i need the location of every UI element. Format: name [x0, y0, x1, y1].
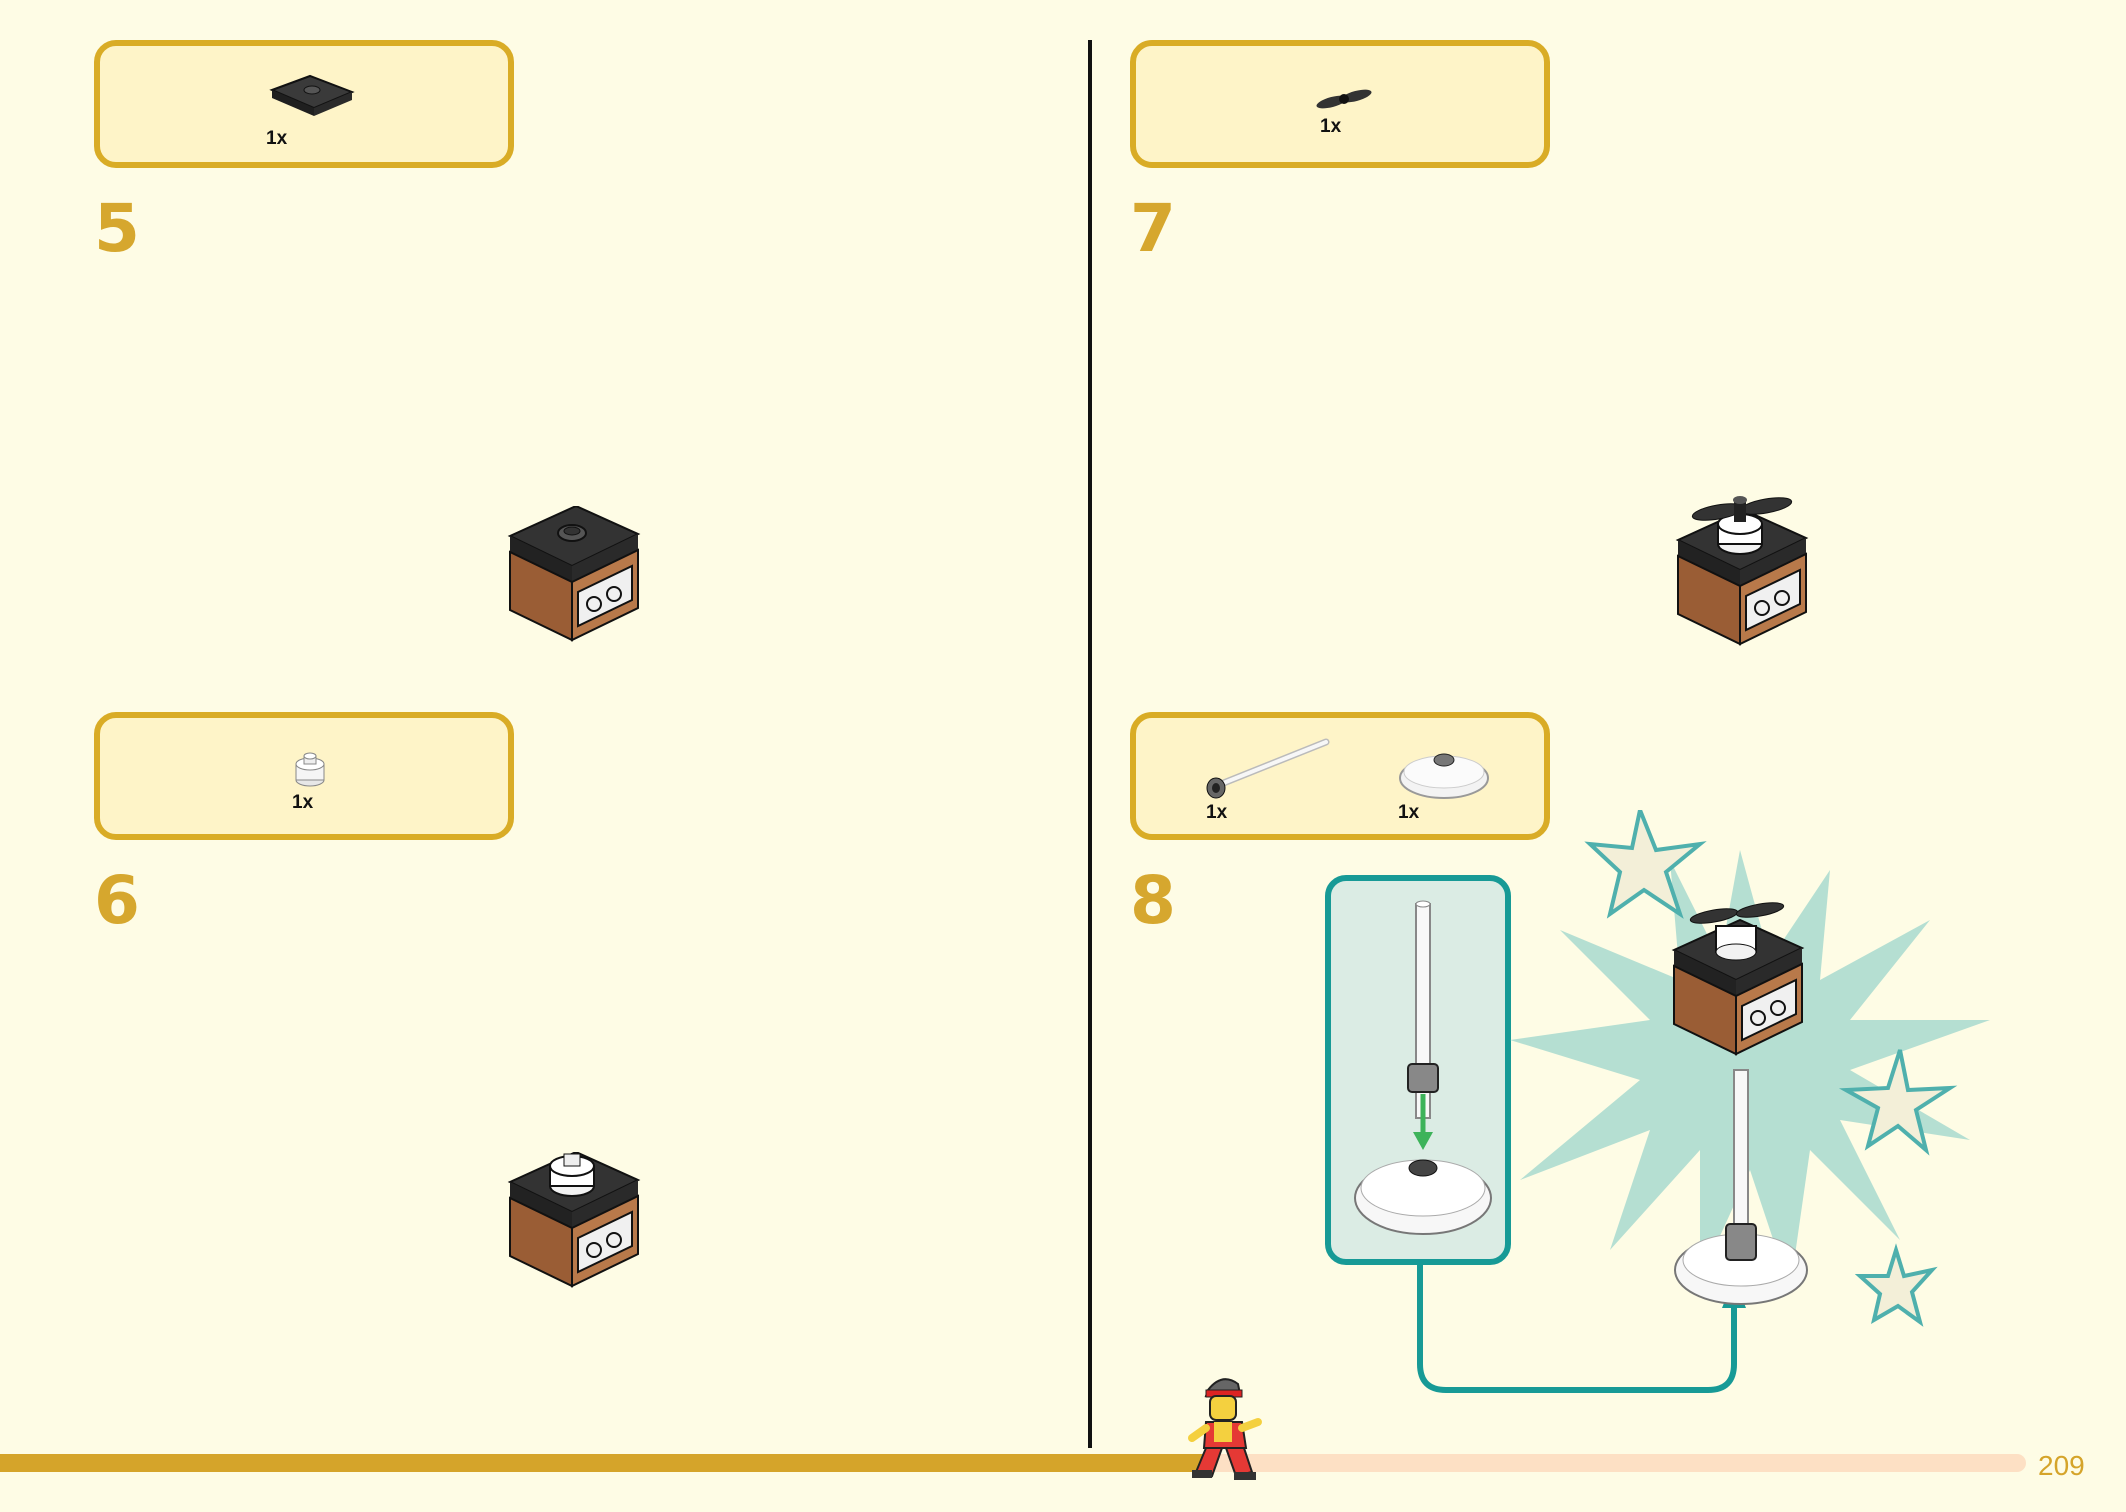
progress-bar-fill [0, 1454, 1216, 1472]
step-8-part-2-qty: 1x [1398, 802, 1420, 823]
step-8-burst-illustration [1510, 810, 1990, 1327]
step-8-part-1-qty: 1x [1206, 802, 1228, 823]
dish-icon [1399, 753, 1489, 799]
step-6-parts-box: 1x [94, 712, 514, 840]
step-number-5: 5 [94, 190, 140, 267]
step-5-part-qty: 1x [266, 128, 288, 149]
starfish-icon-top [1584, 810, 1707, 919]
page-number: 209 [2038, 1450, 2085, 1481]
minifigure-runner-icon [1188, 1378, 1262, 1480]
step-number-6: 6 [94, 862, 140, 939]
step-5-model-image [507, 506, 641, 642]
bar-icon [1206, 738, 1330, 799]
step-6-part-qty: 1x [292, 792, 314, 813]
step-5-parts-box: 1x [94, 40, 514, 168]
page-divider [1088, 40, 1092, 1448]
jumper-plate-icon [269, 74, 355, 116]
step-7-parts-box: 1x [1130, 40, 1550, 168]
step-7-part-qty: 1x [1320, 116, 1342, 137]
round-brick-icon [295, 752, 325, 787]
starfish-icon-right [1838, 1049, 1958, 1156]
step-6-model-image [507, 1152, 641, 1288]
step-7-model-image [1675, 496, 1809, 646]
starfish-icon-bottom [1854, 1243, 1938, 1327]
propeller-icon [1316, 89, 1372, 109]
step-8-callout-illustration [1325, 875, 1511, 1265]
step-8-parts-box: 1x 1x [1130, 712, 1550, 840]
progress-bar [0, 1454, 2026, 1472]
step-number-7: 7 [1130, 190, 1176, 267]
step-number-8: 8 [1130, 862, 1176, 939]
